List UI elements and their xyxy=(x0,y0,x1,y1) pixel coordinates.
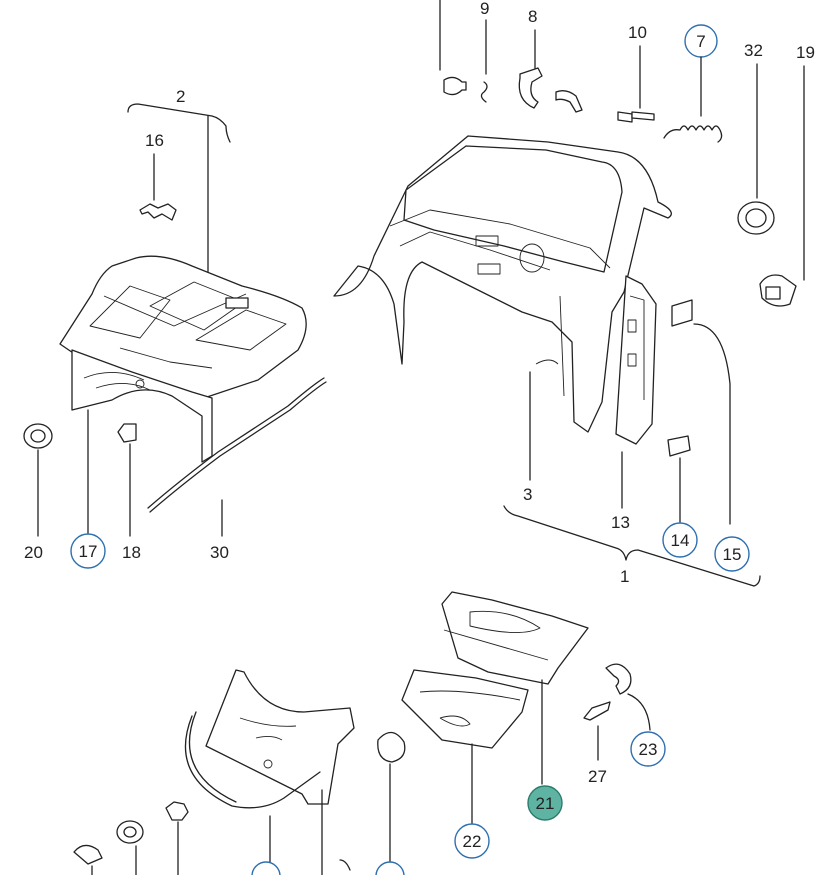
part-14-clip: 14 xyxy=(662,435,698,558)
part-21-panel: 21 xyxy=(441,591,589,821)
callout-14 xyxy=(662,522,698,558)
label-7: 7 xyxy=(696,32,705,51)
label-27: 27 xyxy=(588,767,607,786)
part-bottom-bolt xyxy=(73,844,103,876)
label-30: 30 xyxy=(210,543,229,562)
callout-17 xyxy=(70,533,106,569)
label-19: 19 xyxy=(796,43,815,62)
part-22-panel: 22 xyxy=(401,669,529,859)
part-13-pillar: 13 xyxy=(611,275,657,532)
part-bolt xyxy=(439,0,467,96)
part-30-cable: 30 xyxy=(147,377,327,562)
label-23: 23 xyxy=(639,740,658,759)
part-bottom-washer xyxy=(116,820,144,876)
part-17: 17 xyxy=(70,409,106,569)
label-10: 10 xyxy=(628,23,647,42)
part-19-clip: 19 xyxy=(759,43,815,307)
part-18-plug: 18 xyxy=(117,423,141,562)
part-bottom-nut xyxy=(165,801,189,876)
part-20-grommet: 20 xyxy=(23,423,53,562)
part-27-screw: 27 xyxy=(583,701,611,786)
label-1: 1 xyxy=(620,567,629,586)
label-21: 21 xyxy=(536,794,555,813)
callout-lower-left xyxy=(251,861,281,880)
part-15-plate: 15 xyxy=(671,299,750,572)
part-lower-bin xyxy=(205,669,355,805)
part-23-washer: 23 xyxy=(605,663,666,767)
part-2-floor-pan: 2 16 xyxy=(59,87,307,463)
label-20: 20 xyxy=(24,543,43,562)
callout-15 xyxy=(714,536,750,572)
label-18: 18 xyxy=(122,543,141,562)
part-8-bracket: 8 xyxy=(518,7,583,113)
callout-lower-mid xyxy=(375,861,405,880)
label-13: 13 xyxy=(611,513,630,532)
callout-21 xyxy=(527,785,563,821)
label-22: 22 xyxy=(463,832,482,851)
label-14: 14 xyxy=(671,531,690,550)
label-16: 16 xyxy=(145,131,164,150)
part-32-grommet: 32 xyxy=(737,41,775,235)
callout-22 xyxy=(454,823,490,859)
group-1-bracket: 1 xyxy=(503,505,761,587)
part-lower-washer xyxy=(375,731,406,880)
callout-23 xyxy=(630,731,666,767)
label-3: 3 xyxy=(523,485,532,504)
label-15: 15 xyxy=(723,545,742,564)
label-17: 17 xyxy=(79,542,98,561)
label-8: 8 xyxy=(528,7,537,26)
label-9: 9 xyxy=(480,0,489,18)
part-3-front-panel: 3 xyxy=(333,135,672,504)
part-10-screw: 10 xyxy=(617,23,655,123)
part-9-clip: 9 xyxy=(480,0,489,103)
label-32: 32 xyxy=(744,41,763,60)
part-7-spring: 7 xyxy=(663,24,723,143)
label-2: 2 xyxy=(176,87,185,106)
